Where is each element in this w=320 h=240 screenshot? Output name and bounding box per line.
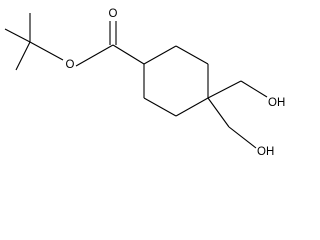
bond-carbonyl-to-ring [112,44,145,65]
carbonyl-oxygen-label: O [109,8,118,20]
ring-bond-3 [175,97,209,117]
hydroxyl-label-upper: OH [268,97,285,109]
bond-tbutyl-methyl-left [4,28,31,43]
bond-quaternary-to-ch2-upper [207,80,242,99]
ester-oxygen-label: O [66,59,75,71]
molecule-drawing: O O OH OH [4,8,285,158]
bond-ch2-lower-to-oh [228,126,257,149]
bond-ch2-upper-to-oh [240,80,268,98]
structure-diagram: O O OH OH [4,8,285,158]
ring-bond-2 [143,97,177,117]
bond-ester-oxygen-to-carbonyl-carbon [75,44,114,67]
bond-tbutyl-methyl-bottom [15,41,31,71]
bond-tbutyl-to-ester-oxygen [29,41,64,61]
hydroxyl-label-lower: OH [257,146,274,158]
bond-quaternary-to-ch2-lower [207,97,230,128]
ring-bond-6 [143,45,177,65]
ring-bond-5 [175,45,209,65]
